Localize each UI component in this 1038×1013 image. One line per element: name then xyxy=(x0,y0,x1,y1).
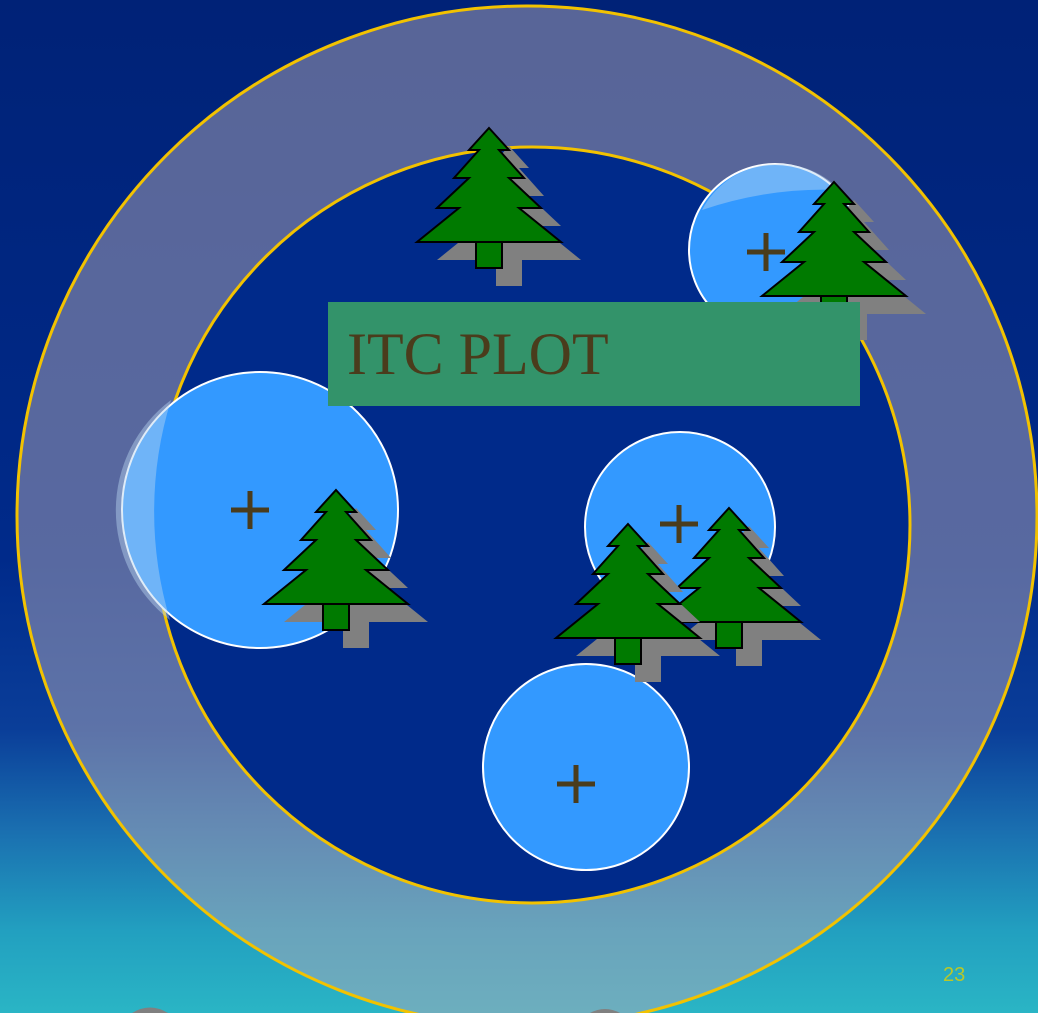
bottom-edge-shape-left xyxy=(132,1008,168,1013)
page-number: 23 xyxy=(943,964,965,987)
crown-circle-bottom xyxy=(483,664,689,870)
slide-title: ITC PLOT xyxy=(347,318,609,390)
